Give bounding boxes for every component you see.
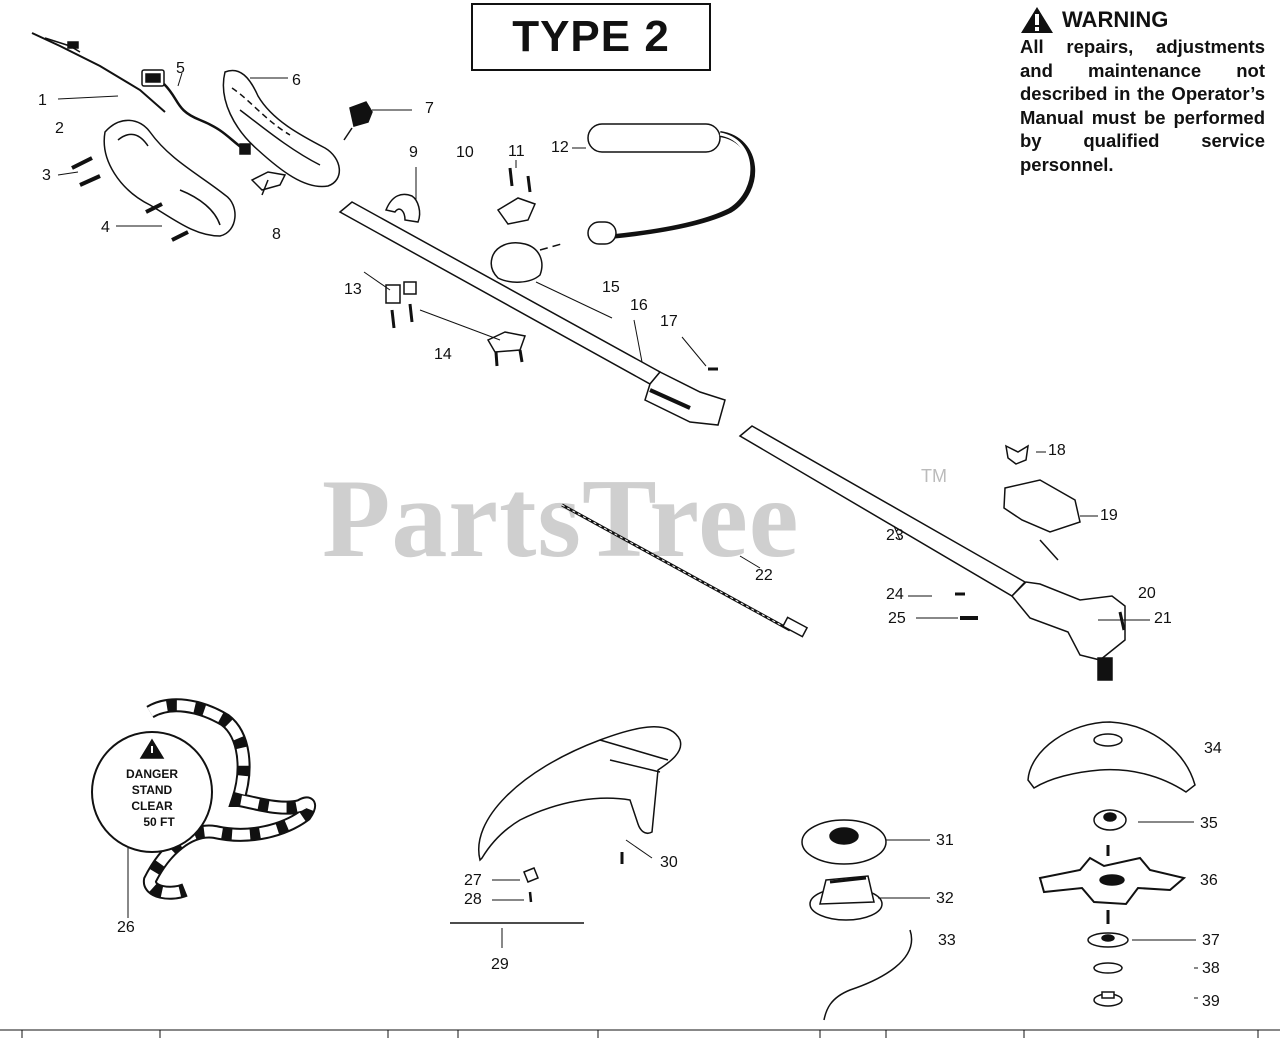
warning-heading: WARNING	[1062, 7, 1169, 32]
callout-37: 37	[1202, 932, 1220, 949]
part-39-nut	[1093, 991, 1123, 1007]
part-30-shield	[478, 726, 682, 864]
callout-6: 6	[292, 72, 301, 89]
part-13-spacer	[385, 281, 417, 304]
part-26-harness	[91, 698, 317, 900]
part-1-throttle-cable	[31, 32, 166, 113]
callout-39: 39	[1202, 993, 1220, 1010]
callout-25: 25	[888, 610, 906, 627]
bottom-border	[0, 1029, 1280, 1038]
callout-20: 20	[1138, 585, 1156, 602]
leader-lines	[57, 72, 1198, 999]
part-33-trimmer-line	[823, 929, 913, 1021]
callout-23: 23	[886, 527, 904, 544]
decal-line-4: 50 FT	[143, 815, 175, 829]
callout-36: 36	[1200, 872, 1218, 889]
callout-22: 22	[755, 567, 773, 584]
part-23-lower-shaft	[738, 425, 1027, 597]
part-9-clamp	[384, 193, 421, 223]
part-8-trigger	[250, 171, 287, 196]
part-14-bracket-screws	[390, 303, 526, 367]
part-18-wing-screw	[1005, 444, 1029, 465]
callout-2: 2	[55, 120, 64, 137]
part-34-blade-guard	[1027, 721, 1196, 793]
part-31-spool-cover	[801, 819, 887, 865]
part-22-drive-shaft	[561, 503, 809, 638]
part-6-handle-housing	[222, 69, 340, 188]
danger-decal-text: DANGER STAND CLEAR 50 FT	[102, 766, 202, 830]
warning-block: WARNING All repairs, adjustments and mai…	[1020, 6, 1265, 176]
warning-triangle-icon	[1021, 7, 1053, 33]
callout-13: 13	[344, 281, 362, 298]
callout-30: 30	[660, 854, 678, 871]
decal-line-3: CLEAR	[131, 799, 173, 813]
callout-1: 1	[38, 92, 47, 109]
part-12-loop-handle	[539, 123, 756, 251]
callout-15: 15	[602, 279, 620, 296]
part-16-upper-shaft	[338, 201, 726, 426]
trademark-mark: TM	[921, 466, 947, 486]
callout-4: 4	[101, 219, 110, 236]
callout-10: 10	[456, 144, 474, 161]
callout-35: 35	[1200, 815, 1218, 832]
part-27-nut	[523, 867, 539, 883]
callout-19: 19	[1100, 507, 1118, 524]
callout-16: 16	[630, 297, 648, 314]
part-4-screws	[145, 202, 189, 242]
part-7-clip	[343, 101, 373, 141]
part-11-screws	[508, 167, 532, 193]
part-36-blade	[1038, 845, 1187, 924]
part-21-screw	[1118, 611, 1126, 631]
part-35-adapter	[1093, 809, 1127, 831]
callout-11: 11	[508, 143, 525, 160]
callout-26: 26	[117, 919, 135, 936]
part-3-screws	[71, 156, 101, 187]
part-10-bracket	[496, 197, 537, 225]
decal-line-1: DANGER	[125, 767, 178, 781]
callout-5: 5	[176, 60, 185, 77]
decal-line-2: STAND	[131, 783, 173, 797]
part-38-washer	[1093, 962, 1123, 974]
part-37-washer	[1087, 932, 1129, 948]
callout-7: 7	[425, 100, 434, 117]
part-5-switch-wire	[141, 69, 251, 155]
callout-24: 24	[886, 586, 904, 603]
callout-18: 18	[1048, 442, 1066, 459]
part-2-handle-housing	[103, 119, 236, 237]
callout-38: 38	[1202, 960, 1220, 977]
warning-text: All repairs, adjustments and maintenance…	[1020, 36, 1265, 175]
callout-21: 21	[1154, 610, 1172, 627]
part-20-gear-head	[1010, 581, 1126, 681]
type-title: TYPE 2	[471, 3, 711, 71]
callout-34: 34	[1204, 740, 1222, 757]
callout-33: 33	[938, 932, 956, 949]
part-28-screw	[528, 891, 533, 903]
part-15-handle-clamp	[490, 242, 543, 283]
callout-3: 3	[42, 167, 51, 184]
part-19-shield-bracket	[1003, 479, 1081, 561]
callout-32: 32	[936, 890, 954, 907]
callout-12: 12	[551, 139, 569, 156]
callout-17: 17	[660, 313, 678, 330]
callout-14: 14	[434, 346, 452, 363]
callout-27: 27	[464, 872, 482, 889]
watermark: PartsTree	[322, 457, 800, 581]
callout-9: 9	[409, 144, 418, 161]
callout-31: 31	[936, 832, 954, 849]
part-32-spool	[809, 875, 883, 921]
callout-28: 28	[464, 891, 482, 908]
callout-29: 29	[491, 956, 509, 973]
callout-8: 8	[272, 226, 281, 243]
